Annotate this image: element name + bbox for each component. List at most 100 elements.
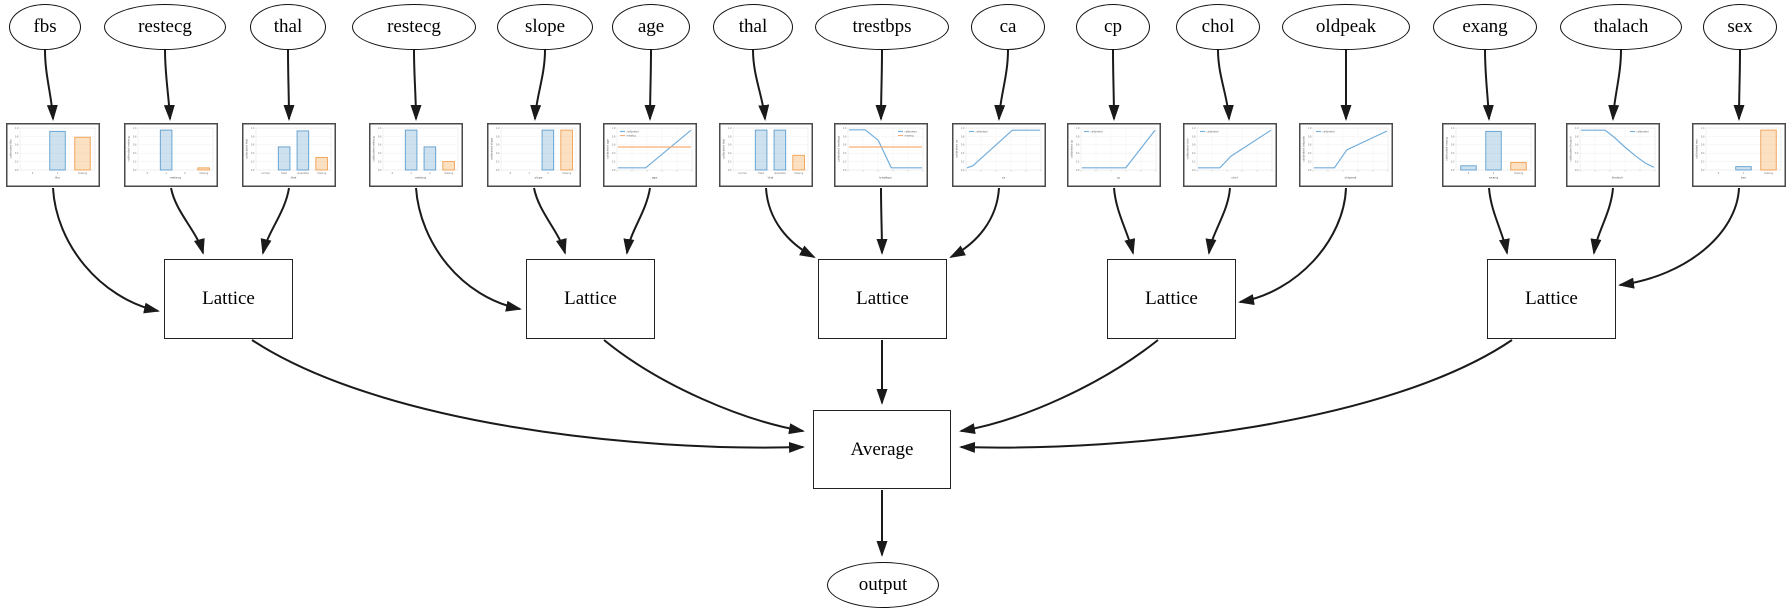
svg-text:sex: sex	[1741, 176, 1746, 180]
svg-text:0: 0	[147, 172, 149, 175]
svg-text:1: 1	[410, 172, 412, 175]
svg-text:0.8: 0.8	[133, 135, 137, 138]
edge-calibrator-15-to-lattice-5	[1618, 187, 1740, 289]
svg-text:0.8: 0.8	[1308, 135, 1312, 138]
edge-calibrator-6-to-lattice-2	[623, 187, 651, 255]
svg-text:missing: missing	[562, 172, 572, 175]
svg-text:0.6: 0.6	[612, 144, 616, 147]
lattice-node-label: Lattice	[564, 288, 617, 309]
lattice-node-4: Lattice	[1107, 259, 1236, 339]
svg-text:calibrated sex: calibrated sex	[1695, 139, 1699, 159]
lattice-node-label: Lattice	[202, 288, 255, 309]
lattice-node-5: Lattice	[1487, 259, 1616, 339]
input-node-fbs: fbs	[9, 4, 81, 50]
edge-input-restecg2-to-calibrator	[410, 49, 422, 121]
svg-text:0.2: 0.2	[612, 161, 616, 164]
input-node-restecg: restecg	[104, 4, 226, 50]
input-node-age: age	[612, 4, 690, 50]
svg-text:0.4: 0.4	[843, 152, 847, 155]
svg-text:0.8: 0.8	[1451, 135, 1455, 138]
edge-input-trestbps-to-calibrator	[875, 49, 887, 121]
edge-calibrator-1-to-lattice-1	[52, 187, 160, 314]
svg-text:0.8: 0.8	[15, 135, 19, 138]
input-node-label: oldpeak	[1315, 16, 1377, 37]
svg-text:calibrated thal: calibrated thal	[722, 139, 726, 160]
svg-text:1.0: 1.0	[961, 127, 965, 130]
svg-text:1.0: 1.0	[251, 127, 255, 130]
svg-text:0.6: 0.6	[728, 144, 732, 147]
svg-text:oldpeak: oldpeak	[1345, 176, 1357, 180]
svg-text:0.8: 0.8	[378, 135, 382, 138]
svg-text:0.6: 0.6	[496, 144, 500, 147]
input-node-label: restecg	[138, 16, 192, 37]
svg-text:0.4: 0.4	[961, 152, 965, 155]
edge-calibrator-10-to-lattice-4	[1113, 187, 1136, 255]
svg-text:calibrated: calibrated	[627, 131, 639, 134]
svg-text:0.4: 0.4	[728, 152, 732, 155]
svg-text:1.0: 1.0	[1701, 127, 1705, 130]
svg-text:0.6: 0.6	[1575, 144, 1579, 147]
input-node-label: sex	[1727, 16, 1753, 37]
svg-text:0.8: 0.8	[843, 135, 847, 138]
svg-text:0.0: 0.0	[961, 169, 965, 172]
svg-text:0.4: 0.4	[15, 152, 19, 155]
svg-text:0.0: 0.0	[496, 169, 500, 172]
svg-text:exang: exang	[1489, 176, 1498, 180]
svg-text:fbs: fbs	[55, 176, 60, 180]
edge-calibrator-14-to-lattice-5	[1590, 187, 1614, 255]
input-node-label: ca	[999, 16, 1017, 37]
svg-text:0.0: 0.0	[378, 169, 382, 172]
svg-text:0.6: 0.6	[378, 144, 382, 147]
edge-input-thal-to-calibrator	[283, 49, 295, 121]
svg-text:calibrated restecg: calibrated restecg	[127, 136, 131, 162]
input-node-thal: thal	[250, 4, 326, 50]
svg-text:2: 2	[547, 172, 549, 175]
svg-text:0.4: 0.4	[612, 152, 616, 155]
svg-text:calibrated: calibrated	[1323, 131, 1335, 134]
svg-text:calibrated exang: calibrated exang	[1445, 137, 1449, 161]
svg-text:missing: missing	[317, 172, 327, 175]
svg-text:normal: normal	[738, 172, 747, 175]
edge-lattice-2-to-average	[603, 339, 805, 435]
svg-text:1.0: 1.0	[1076, 127, 1080, 130]
svg-text:1.0: 1.0	[496, 127, 500, 130]
svg-text:calibrated: calibrated	[1637, 131, 1649, 134]
svg-text:0.6: 0.6	[1701, 144, 1705, 147]
svg-text:0.4: 0.4	[133, 152, 137, 155]
svg-text:0.2: 0.2	[1701, 161, 1705, 164]
input-node-chol: chol	[1176, 4, 1260, 50]
edge-input-age-to-calibrator	[644, 49, 656, 121]
svg-text:1.0: 1.0	[843, 127, 847, 130]
input-node-label: restecg	[387, 16, 441, 37]
input-node-label: chol	[1201, 16, 1235, 37]
edge-input-restecg-to-calibrator	[163, 49, 175, 121]
svg-text:0.8: 0.8	[496, 135, 500, 138]
svg-text:fixed: fixed	[281, 172, 287, 175]
svg-text:ca: ca	[1002, 176, 1006, 180]
svg-text:calibrated thal: calibrated thal	[245, 139, 249, 160]
output-node: output	[827, 562, 939, 608]
svg-text:0.2: 0.2	[1451, 161, 1455, 164]
input-node-label: thal	[738, 16, 768, 37]
svg-text:1.0: 1.0	[728, 127, 732, 130]
svg-text:0.8: 0.8	[961, 135, 965, 138]
input-node-ca: ca	[971, 4, 1045, 50]
svg-text:0.0: 0.0	[1451, 169, 1455, 172]
input-node-cp: cp	[1076, 4, 1150, 50]
svg-text:0.0: 0.0	[843, 169, 847, 172]
input-node-thalach: thalach	[1560, 4, 1682, 50]
svg-text:0.0: 0.0	[1076, 169, 1080, 172]
svg-text:1: 1	[57, 172, 59, 175]
svg-text:2: 2	[184, 172, 186, 175]
input-node-trestbps: trestbps	[815, 4, 949, 50]
svg-text:missing: missing	[78, 172, 88, 175]
